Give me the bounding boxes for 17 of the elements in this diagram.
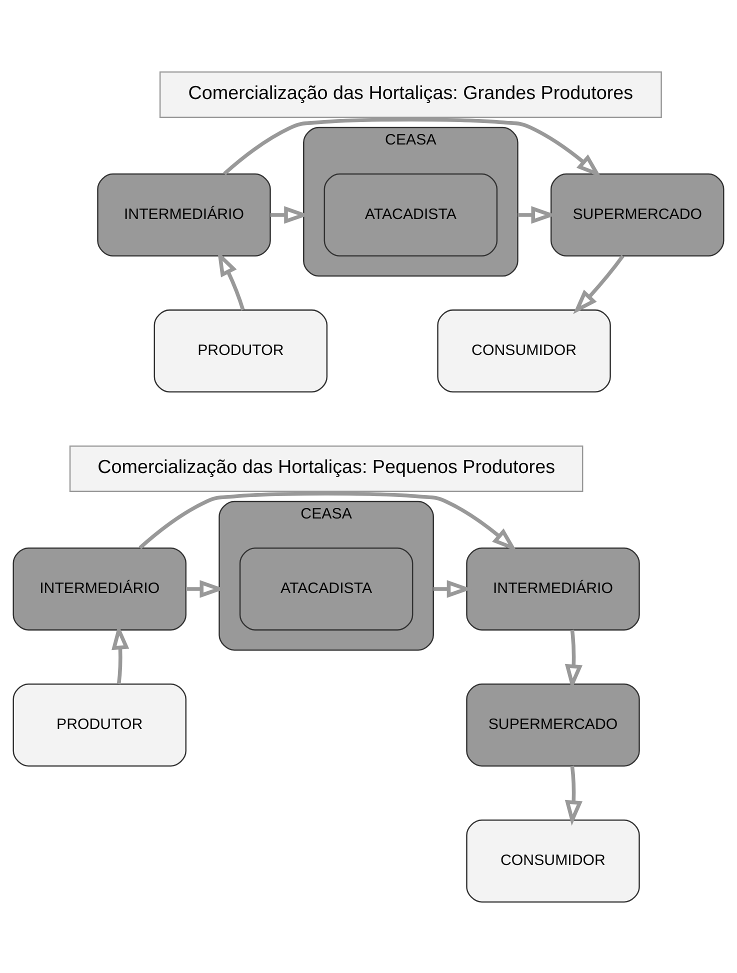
node-box: ATACADISTA [324, 172, 498, 256]
node-box: CONSUMIDOR [466, 818, 640, 902]
arrow [223, 117, 602, 178]
node-box: CONSUMIDOR [437, 308, 611, 392]
node-box: INTERMEDIÁRIO [466, 546, 640, 630]
arrow [573, 254, 624, 314]
node-box: Comercialização das Hortaliças: Pequenos Produtores [69, 444, 584, 492]
node-box: INTERMEDIÁRIO [97, 172, 271, 256]
node-box: PRODUTOR [154, 308, 328, 392]
node-box: INTERMEDIÁRIO [12, 546, 187, 630]
node-box: PRODUTOR [12, 682, 187, 766]
arrow [138, 491, 517, 552]
node-box: Comercialização das Hortaliças: Grandes Produtores [159, 70, 662, 118]
node-box: SUPERMERCADO [550, 172, 724, 256]
node-box: SUPERMERCADO [466, 682, 640, 766]
arrow [564, 765, 583, 826]
node-box: ATACADISTA [239, 546, 414, 630]
